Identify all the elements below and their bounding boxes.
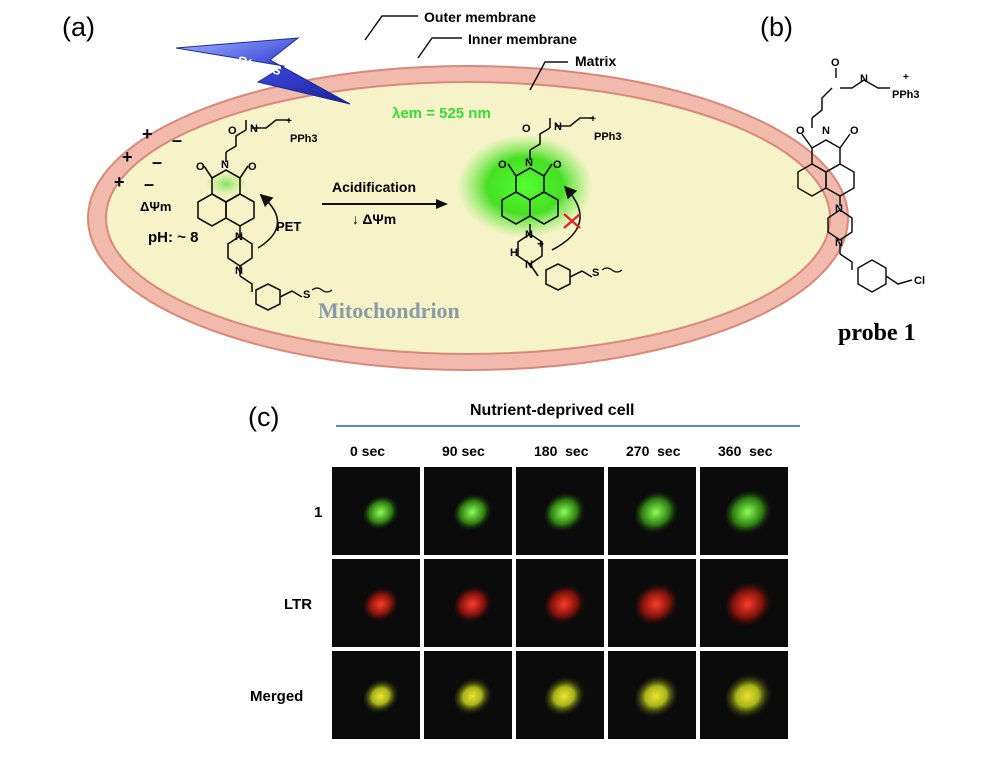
panel-c-heading: Nutrient-deprived cell bbox=[470, 402, 634, 419]
inner-membrane-label: Inner membrane bbox=[468, 31, 577, 47]
atom-pph3: PPh3 bbox=[594, 131, 622, 143]
atom-o: O bbox=[831, 57, 840, 69]
atom-o: O bbox=[522, 123, 531, 135]
row-label: Merged bbox=[250, 688, 303, 705]
atom-n: N bbox=[822, 125, 830, 137]
atom-o: O bbox=[850, 125, 859, 137]
atom-cl: Cl bbox=[914, 275, 925, 287]
atom-n: N bbox=[525, 259, 533, 271]
delta-psi-arrow-label: ↓ ΔΨm bbox=[352, 211, 396, 227]
cell-signal bbox=[635, 582, 683, 627]
acidification-label: Acidification bbox=[332, 179, 416, 195]
inner-membrane-leader bbox=[417, 37, 462, 59]
atom-s: S bbox=[592, 267, 599, 279]
cell-signal bbox=[635, 674, 683, 719]
atom-n: N bbox=[525, 229, 533, 241]
probe-1-label: probe 1 bbox=[838, 320, 916, 346]
atom-h: H bbox=[510, 247, 518, 259]
ph-label: pH: ~ 8 bbox=[148, 229, 198, 246]
green-fluorescence-glow bbox=[457, 134, 593, 238]
charge-plus-small: + bbox=[590, 114, 596, 125]
microscopy-grid bbox=[332, 467, 788, 739]
panel-b-label: (b) bbox=[760, 12, 793, 42]
matrix-shape bbox=[105, 81, 831, 355]
charge-minus: – bbox=[144, 174, 154, 194]
panel-a-label: (a) bbox=[62, 12, 95, 42]
cell-signal bbox=[454, 493, 496, 533]
atom-n: N bbox=[250, 123, 258, 135]
cell-signal bbox=[544, 584, 590, 626]
atom-n: N bbox=[221, 159, 229, 171]
probe-1-atoms: O N PPh3 O O N N N Cl bbox=[796, 57, 925, 287]
matrix-leader bbox=[529, 61, 568, 91]
time-label: 90 sec bbox=[442, 443, 485, 459]
atom-o: O bbox=[228, 125, 237, 137]
row-label: LTR bbox=[284, 596, 312, 613]
atom-o: O bbox=[196, 161, 205, 173]
probe-molecule-fluorescent bbox=[501, 117, 623, 291]
cell-signal bbox=[454, 585, 496, 625]
cell-signal bbox=[363, 494, 403, 531]
pet-label: PET bbox=[276, 219, 301, 234]
probe-molecule-quenched bbox=[197, 119, 333, 311]
atom-o: O bbox=[796, 125, 805, 137]
delta-psi-left: ΔΨm bbox=[140, 199, 171, 214]
time-label: 180 sec bbox=[534, 443, 589, 459]
cell-signal bbox=[635, 490, 683, 535]
cell-signal bbox=[544, 492, 590, 534]
charge-minus: – bbox=[152, 152, 162, 172]
row-label: 1 bbox=[314, 504, 322, 521]
mitochondrion-label: Mitochondrion bbox=[318, 298, 460, 323]
charge-plus: + bbox=[142, 124, 153, 144]
stress-label: Stress bbox=[235, 53, 283, 79]
cell-signal bbox=[363, 586, 403, 623]
time-label: 270 sec bbox=[626, 443, 681, 459]
atom-n: N bbox=[860, 73, 868, 85]
atom-n: N bbox=[835, 203, 843, 215]
cell-signal bbox=[725, 489, 777, 537]
charge-plus: + bbox=[122, 147, 133, 167]
atom-n: N bbox=[235, 265, 243, 277]
atom-o: O bbox=[498, 159, 507, 171]
atom-o: O bbox=[553, 159, 562, 171]
atom-pph3: PPh3 bbox=[290, 133, 318, 145]
panel-c-label: (c) bbox=[248, 402, 279, 432]
matrix-label: Matrix bbox=[575, 53, 616, 69]
atom-n: N bbox=[835, 237, 843, 249]
outer-membrane-label: Outer membrane bbox=[424, 9, 536, 25]
time-label: 360 sec bbox=[718, 443, 773, 459]
acidification-arrowhead bbox=[436, 199, 448, 209]
charge-plus-small: + bbox=[286, 116, 292, 127]
time-labels: 0 sec 90 sec 180 sec 270 sec 360 sec bbox=[350, 443, 773, 459]
cell-signal bbox=[544, 676, 590, 718]
atom-s: S bbox=[303, 289, 310, 301]
charge-plus-small: + bbox=[537, 237, 544, 251]
cell-signal bbox=[725, 673, 777, 721]
time-label: 0 sec bbox=[350, 443, 385, 459]
atom-pph3: PPh3 bbox=[892, 89, 920, 101]
left-molecule-atoms: O N PPh3 O O N N N S bbox=[196, 123, 318, 301]
right-molecule-atoms: O N PPh3 O O N N N H S bbox=[498, 121, 622, 279]
atom-n: N bbox=[554, 121, 562, 133]
pet-blocked-cross-icon bbox=[563, 213, 581, 229]
charge-minus: – bbox=[172, 130, 182, 150]
cell-signal bbox=[363, 678, 403, 715]
probe-1-structure bbox=[797, 68, 913, 293]
atom-n: N bbox=[525, 157, 533, 169]
charge-plus-small: + bbox=[903, 72, 909, 83]
atom-n: N bbox=[235, 231, 243, 243]
stress-bolt-icon bbox=[175, 37, 351, 105]
emission-label: λem = 525 nm bbox=[392, 105, 491, 122]
cell-signal bbox=[725, 581, 777, 629]
charge-plus: + bbox=[114, 172, 125, 192]
membrane-charges: + – + – + – bbox=[114, 124, 182, 194]
cell-signal bbox=[454, 677, 496, 717]
atom-o: O bbox=[248, 161, 257, 173]
outer-membrane-leader bbox=[364, 15, 418, 41]
